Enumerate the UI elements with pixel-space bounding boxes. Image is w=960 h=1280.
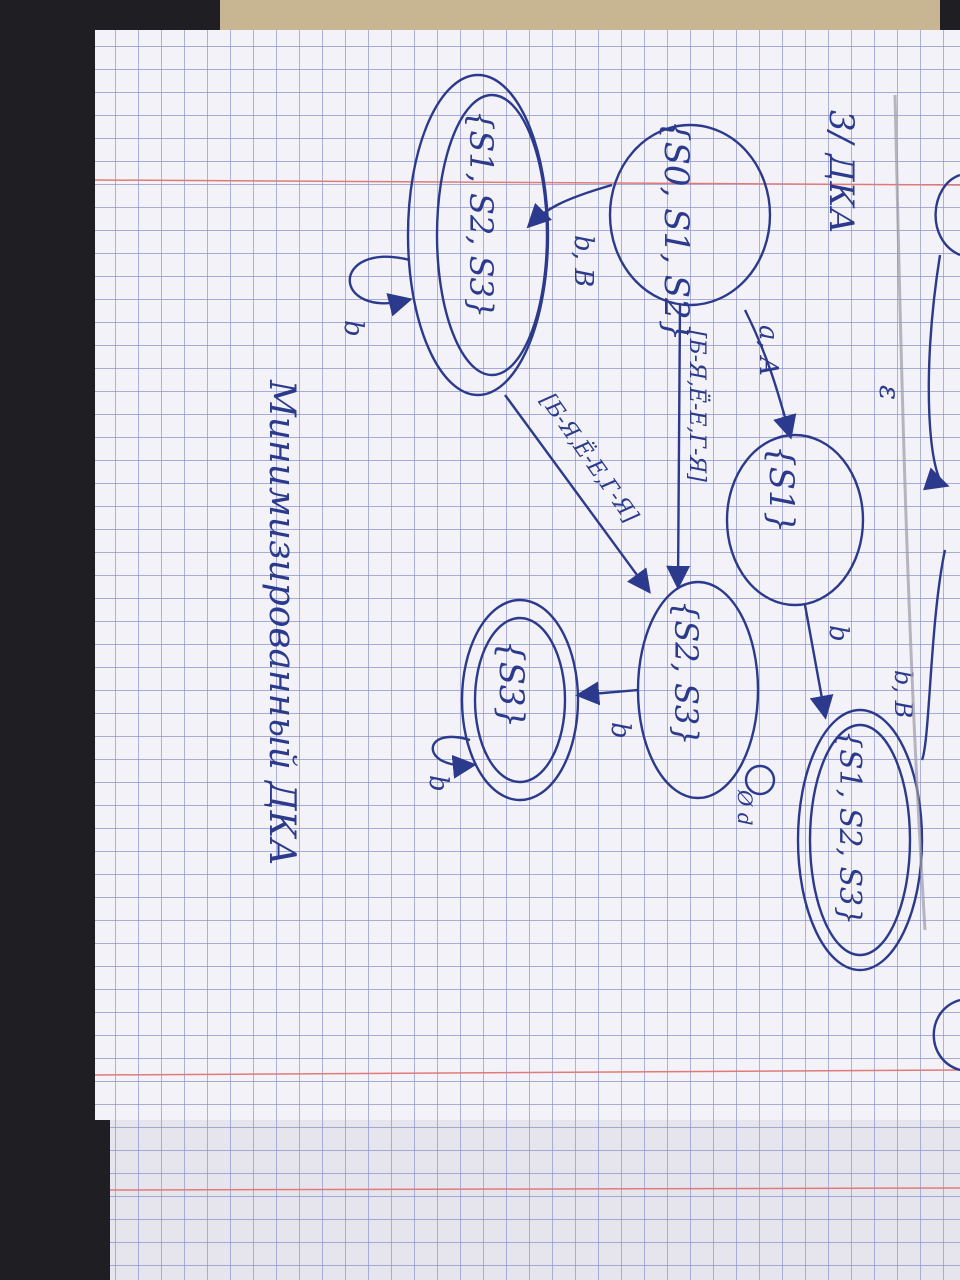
edge-b-B bbox=[526, 183, 613, 229]
edge-label-epsilon: ε bbox=[873, 385, 906, 400]
loop-label-s1s2s3: b bbox=[338, 320, 368, 337]
dead-label: Ø d bbox=[733, 789, 757, 826]
caption: Минимизированный ДКА bbox=[261, 379, 302, 866]
edge-range-upper bbox=[666, 304, 691, 590]
loop-s1s2s3 bbox=[348, 255, 413, 317]
state-s0-s1-s2: {S0, S1, S2} bbox=[608, 120, 772, 341]
state-label: {S3} bbox=[491, 640, 531, 728]
edge-epsilon bbox=[922, 254, 950, 491]
edge-b-B-right bbox=[920, 549, 947, 761]
margin-line bbox=[94, 1069, 960, 1076]
state-s1-s2-s3-right: {S1, S2, S3} bbox=[796, 708, 924, 972]
state-label: {S1, S2, S3} bbox=[832, 730, 867, 925]
state-label: {S2, S3} bbox=[667, 600, 705, 746]
edge-s2s3-to-s3 bbox=[575, 681, 639, 706]
edge-label-b-B: b, B bbox=[568, 235, 598, 287]
state-s3: {S3} bbox=[460, 598, 580, 802]
notebook-lower-page bbox=[109, 1120, 960, 1280]
edge-label-b: b bbox=[605, 722, 635, 739]
edge-range-lower bbox=[504, 394, 651, 594]
edge-a-A bbox=[743, 309, 797, 440]
loop-label-s3: b bbox=[423, 775, 453, 792]
pencil-line bbox=[893, 94, 927, 931]
dead-state-marker bbox=[744, 764, 776, 796]
partial-state-edge bbox=[932, 998, 960, 1072]
heading: 3/ ДКА bbox=[821, 110, 861, 234]
edge-label-a-A: a, A bbox=[753, 325, 783, 376]
state-s2-s3: {S2, S3} bbox=[636, 580, 760, 800]
partial-state-edge bbox=[934, 173, 960, 257]
margin-line bbox=[94, 179, 960, 186]
edge-b-to-s1s2s3 bbox=[803, 604, 834, 720]
state-label: {S1, S2, S3} bbox=[462, 110, 500, 318]
edge-label-range-upper: [Б-Я,Ё-Е,Г-Я] bbox=[684, 330, 711, 482]
loop-s3 bbox=[431, 735, 477, 779]
state-label: {S0, S1, S2} bbox=[656, 120, 696, 341]
state-s1: {S1} bbox=[725, 433, 865, 607]
edge-label-b: b bbox=[823, 625, 853, 642]
state-label: {S1} bbox=[761, 445, 801, 533]
state-s1-s2-s3: {S1, S2, S3} bbox=[406, 73, 550, 397]
